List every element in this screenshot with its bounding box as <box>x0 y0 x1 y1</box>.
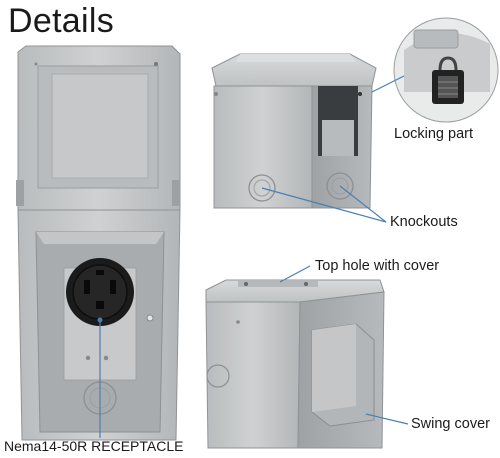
nema-receptacle <box>66 258 134 326</box>
callout-locking-part: Locking part <box>394 126 473 142</box>
callout-knockouts: Knockouts <box>390 214 458 230</box>
lock-inset <box>371 17 499 123</box>
callout-swing-cover: Swing cover <box>411 416 490 432</box>
swing-cover-box <box>205 265 409 449</box>
open-box <box>16 45 181 441</box>
swing-cover-pointer <box>365 413 409 425</box>
callout-receptacle: Nema14-50R RECEPTACLE <box>4 438 184 454</box>
knockout-pointer-1 <box>261 187 387 223</box>
lock-pointer <box>371 75 405 93</box>
knockout-pointer-2 <box>339 185 387 223</box>
page-title: Details <box>8 2 115 40</box>
callout-top-hole: Top hole with cover <box>315 258 440 274</box>
top-hole-pointer <box>279 265 311 283</box>
knockout-box <box>211 53 387 223</box>
